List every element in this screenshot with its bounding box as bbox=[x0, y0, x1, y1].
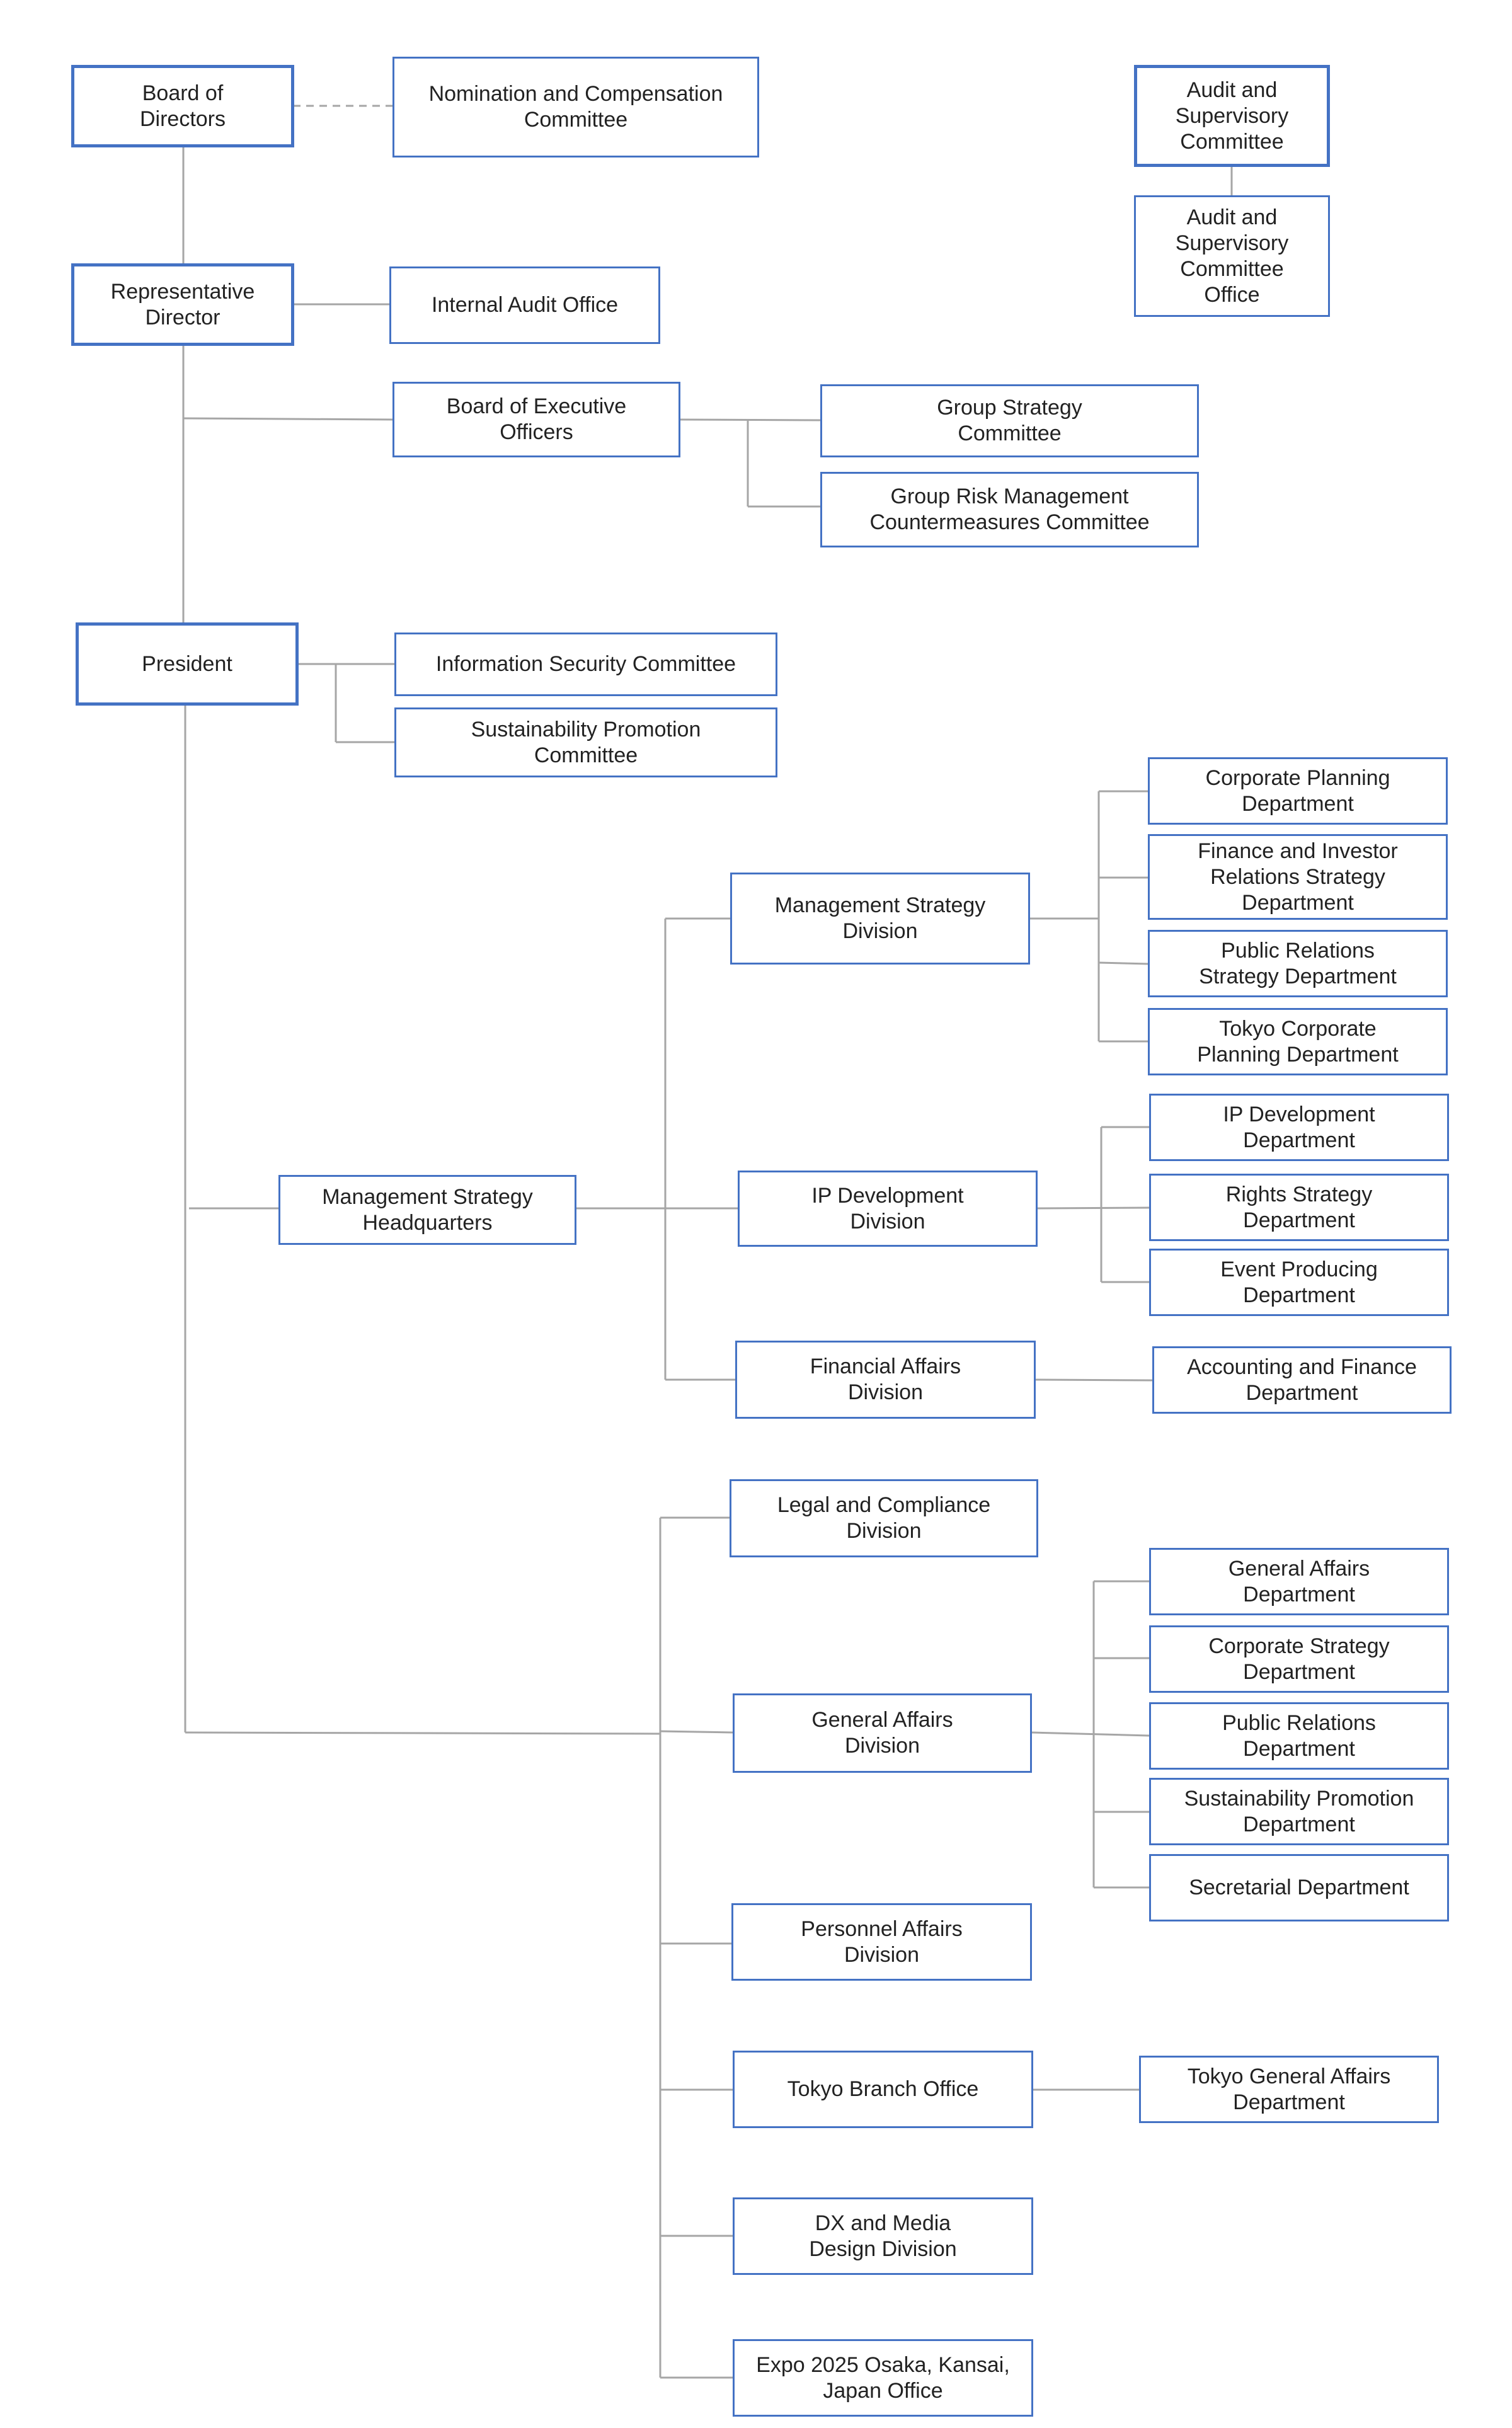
department-label: Corporate Strategy Department bbox=[1208, 1634, 1390, 1684]
management-strategy-division-box: Management Strategy Division bbox=[730, 873, 1030, 965]
dx-media-design-division-box: DX and Media Design Division bbox=[733, 2197, 1033, 2275]
department-label: Finance and Investor Relations Strategy … bbox=[1198, 839, 1398, 915]
tokyo-general-affairs-department-box: Tokyo General Affairs Department bbox=[1139, 2056, 1439, 2123]
sustainability-promotion-committee-box: Sustainability Promotion Committee bbox=[394, 707, 777, 777]
group-strategy-committee-box: Group Strategy Committee bbox=[820, 384, 1199, 457]
internal-audit-office-box: Internal Audit Office bbox=[389, 266, 660, 344]
department-label: Public Relations Strategy Department bbox=[1199, 938, 1397, 988]
dx-media-design-division-label: DX and Media Design Division bbox=[809, 2211, 957, 2261]
management-strategy-headquarters-label: Management Strategy Headquarters bbox=[322, 1184, 533, 1235]
rights-strategy-department-box: Rights Strategy Department bbox=[1149, 1174, 1449, 1241]
information-security-committee-box: Information Security Committee bbox=[394, 633, 777, 696]
internal-audit-office-label: Internal Audit Office bbox=[431, 293, 619, 317]
representative-director-label: Representative Director bbox=[110, 279, 255, 329]
financial-affairs-division-box: Financial Affairs Division bbox=[735, 1341, 1036, 1419]
accounting-finance-department-box: Accounting and Finance Department bbox=[1152, 1346, 1452, 1414]
management-strategy-division-label: Management Strategy Division bbox=[774, 893, 986, 943]
ip-development-division-label: IP Development Division bbox=[811, 1183, 964, 1234]
department-label: Corporate Planning Department bbox=[1205, 765, 1390, 816]
department-label: Accounting and Finance Department bbox=[1187, 1354, 1417, 1405]
department-label: Public Relations Department bbox=[1222, 1710, 1376, 1761]
department-label: General Affairs Department bbox=[1228, 1556, 1370, 1606]
nomination-compensation-committee-box: Nomination and Compensation Committee bbox=[392, 57, 759, 157]
tokyo-branch-office-box: Tokyo Branch Office bbox=[733, 2051, 1033, 2128]
group-strategy-committee-label: Group Strategy Committee bbox=[937, 396, 1082, 445]
information-security-committee-label: Information Security Committee bbox=[435, 652, 736, 676]
public-relations-department-box: Public Relations Department bbox=[1149, 1702, 1449, 1770]
sustainability-promotion-committee-label: Sustainability Promotion Committee bbox=[471, 717, 701, 767]
secretarial-department-box: Secretarial Department bbox=[1149, 1854, 1449, 1921]
legal-compliance-division-label: Legal and Compliance Division bbox=[777, 1493, 991, 1543]
audit-supervisory-committee-office-box: Audit and Supervisory Committee Office bbox=[1134, 195, 1330, 317]
department-label: IP Development Department bbox=[1223, 1102, 1375, 1152]
public-relations-strategy-department-box: Public Relations Strategy Department bbox=[1148, 930, 1448, 997]
department-label: Secretarial Department bbox=[1189, 1875, 1409, 1899]
financial-affairs-division-label: Financial Affairs Division bbox=[810, 1354, 961, 1404]
department-label: Rights Strategy Department bbox=[1225, 1182, 1373, 1232]
audit-supervisory-committee-label: Audit and Supervisory Committee bbox=[1175, 77, 1289, 154]
corporate-planning-department-box: Corporate Planning Department bbox=[1148, 757, 1448, 825]
sustainability-promotion-department-box: Sustainability Promotion Department bbox=[1149, 1778, 1449, 1845]
board-of-directors-box: Board of Directors bbox=[71, 65, 294, 147]
board-of-directors-label: Board of Directors bbox=[139, 81, 226, 131]
corporate-strategy-department-box: Corporate Strategy Department bbox=[1149, 1625, 1449, 1693]
general-affairs-division-label: General Affairs Division bbox=[811, 1708, 953, 1758]
tokyo-branch-office-label: Tokyo Branch Office bbox=[787, 2077, 979, 2101]
expo-2025-office-label: Expo 2025 Osaka, Kansai, Japan Office bbox=[756, 2352, 1010, 2403]
ip-development-division-box: IP Development Division bbox=[738, 1171, 1038, 1247]
audit-supervisory-committee-office-label: Audit and Supervisory Committee Office bbox=[1175, 205, 1289, 307]
department-label: Tokyo Corporate Planning Department bbox=[1197, 1016, 1399, 1067]
nomination-compensation-committee-label: Nomination and Compensation Committee bbox=[428, 82, 723, 132]
department-label: Event Producing Department bbox=[1220, 1257, 1378, 1307]
president-box: President bbox=[76, 622, 299, 706]
department-label: Tokyo General Affairs Department bbox=[1187, 2064, 1391, 2114]
representative-director-box: Representative Director bbox=[71, 263, 294, 346]
board-of-executive-officers-box: Board of Executive Officers bbox=[392, 382, 680, 457]
general-affairs-department-box: General Affairs Department bbox=[1149, 1548, 1449, 1615]
finance-ir-strategy-department-box: Finance and Investor Relations Strategy … bbox=[1148, 834, 1448, 920]
expo-2025-office-box: Expo 2025 Osaka, Kansai, Japan Office bbox=[733, 2339, 1033, 2417]
tokyo-corporate-planning-department-box: Tokyo Corporate Planning Department bbox=[1148, 1008, 1448, 1075]
ip-development-department-box: IP Development Department bbox=[1149, 1094, 1449, 1161]
personnel-affairs-division-box: Personnel Affairs Division bbox=[731, 1903, 1032, 1981]
audit-supervisory-committee-box: Audit and Supervisory Committee bbox=[1134, 65, 1330, 167]
board-of-executive-officers-label: Board of Executive Officers bbox=[446, 394, 627, 444]
legal-compliance-division-box: Legal and Compliance Division bbox=[730, 1479, 1038, 1557]
personnel-affairs-division-label: Personnel Affairs Division bbox=[801, 1916, 963, 1967]
group-risk-management-committee-label: Group Risk Management Countermeasures Co… bbox=[869, 484, 1150, 534]
general-affairs-division-box: General Affairs Division bbox=[733, 1693, 1032, 1773]
department-label: Sustainability Promotion Department bbox=[1184, 1786, 1414, 1836]
president-label: President bbox=[142, 651, 232, 676]
group-risk-management-committee-box: Group Risk Management Countermeasures Co… bbox=[820, 472, 1199, 547]
event-producing-department-box: Event Producing Department bbox=[1149, 1249, 1449, 1316]
management-strategy-headquarters-box: Management Strategy Headquarters bbox=[278, 1175, 576, 1245]
